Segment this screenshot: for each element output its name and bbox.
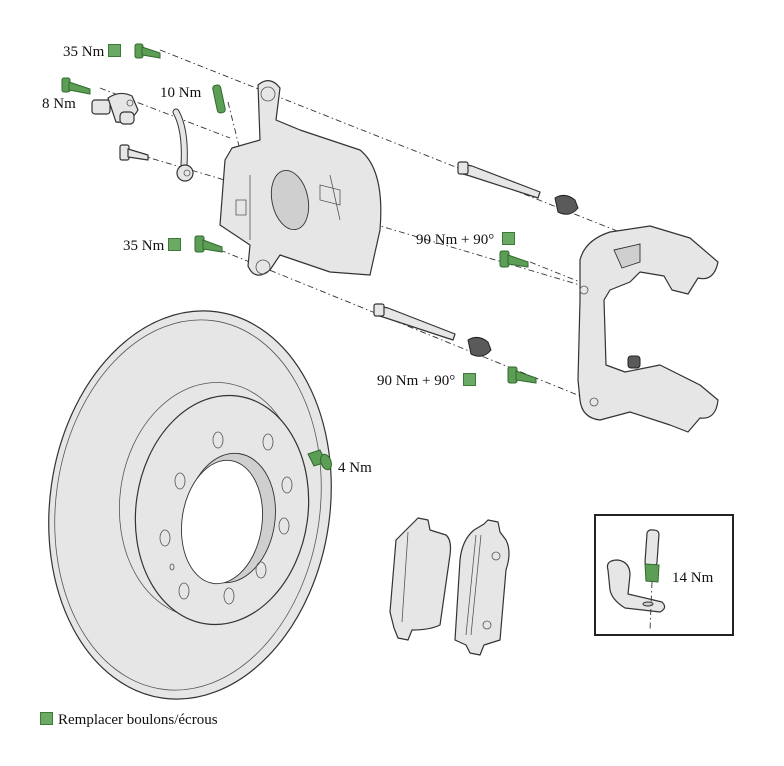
guide-pin-upper — [457, 161, 541, 199]
caliper-carrier — [577, 225, 719, 433]
wheel-speed-sensor — [91, 92, 139, 125]
torque-label-disc-screw: 4 Nm — [338, 460, 372, 476]
torque-label-sensor-bolt: 8 Nm — [42, 96, 76, 112]
hose-bolt — [119, 144, 149, 161]
bleed-screw — [212, 84, 226, 114]
guide-pin-cap-lower — [467, 336, 492, 357]
legend: Remplacer boulons/écrous — [40, 712, 218, 729]
brake-hose — [172, 108, 194, 182]
guide-pin-cap-upper — [554, 194, 579, 215]
torque-label-upper-carrier-bolt: 90 Nm + 90° — [416, 232, 515, 248]
caliper — [219, 80, 382, 276]
legend-label: Remplacer boulons/écrous — [58, 712, 218, 728]
replace-marker-icon — [501, 232, 515, 245]
disc-retaining-screw — [307, 449, 332, 471]
guide-pin-lower — [373, 303, 456, 341]
disc-stud-holes — [159, 431, 293, 605]
torque-label-lower-caliper-bolt: 35 Nm — [123, 238, 181, 254]
replace-marker-icon — [462, 373, 476, 386]
brake-pad-outer — [454, 519, 510, 656]
replace-marker-icon — [108, 44, 121, 57]
caliper-bolt-upper — [134, 43, 161, 59]
carrier-bolt-upper — [499, 250, 529, 268]
torque-label-top-caliper-bolt: 35 Nm — [63, 44, 121, 60]
carrier-bolt-lower — [507, 366, 537, 384]
sensor-bolt — [61, 77, 91, 95]
replace-marker-icon — [168, 238, 181, 251]
caliper-bolt-lower — [194, 235, 223, 253]
torque-label-bleed-screw: 10 Nm — [160, 85, 202, 101]
brake-pad-inner — [389, 517, 452, 641]
torque-label-inset-fitting: 14 Nm — [672, 570, 714, 586]
brake-disc — [48, 310, 332, 700]
inset-detail-box — [594, 514, 734, 636]
torque-label-lower-carrier-bolt: 90 Nm + 90° — [377, 373, 476, 389]
replace-marker-icon — [40, 712, 53, 725]
inset-brake-line-bracket — [606, 529, 666, 631]
